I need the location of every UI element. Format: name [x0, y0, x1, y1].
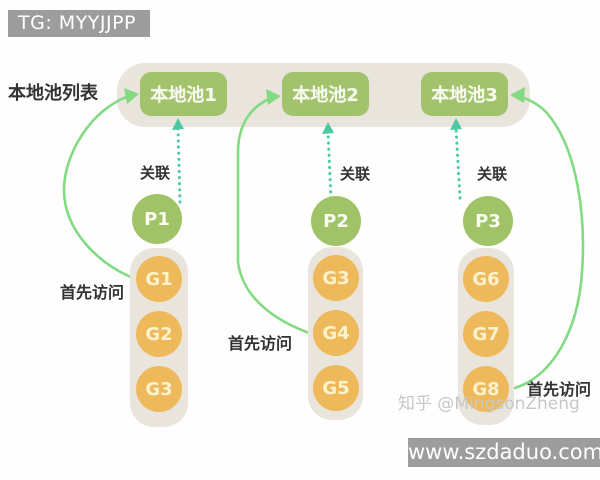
- local-pool-2: 本地池2: [282, 72, 369, 116]
- g-column-2: G3 G4 G5: [308, 247, 363, 420]
- g-column-3: G6 G7 G8: [458, 248, 514, 425]
- local-pools-container: 本地池1 本地池2 本地池3: [117, 63, 530, 127]
- p-node-1: P1: [132, 194, 182, 244]
- first-access-arrow-2: [236, 96, 314, 336]
- assoc-dotted-line-3: [454, 126, 462, 200]
- p-node-2: P2: [311, 196, 361, 246]
- g-node-g2: G2: [136, 311, 182, 357]
- zhihu-watermark: 知乎 @MingsonZheng: [398, 394, 580, 414]
- first-access-arrow-1: [62, 94, 135, 280]
- assoc-label-1: 关联: [140, 164, 171, 182]
- g-node-g5: G5: [313, 365, 359, 411]
- g-node-g3b: G3: [313, 255, 359, 301]
- g-column-1: G1 G2 G3: [130, 248, 188, 427]
- first-access-label-3: 首先访问: [527, 380, 592, 399]
- first-access-label-1: 首先访问: [60, 283, 125, 302]
- local-pool-3: 本地池3: [421, 72, 508, 116]
- pool-list-label: 本地池列表: [8, 83, 98, 104]
- g-node-g7: G7: [463, 311, 509, 357]
- g-node-g3: G3: [136, 366, 182, 412]
- local-pool-1: 本地池1: [140, 72, 227, 116]
- assoc-label-3: 关联: [477, 165, 508, 183]
- first-access-label-2: 首先访问: [228, 334, 293, 353]
- g-node-g6: G6: [463, 256, 509, 302]
- g-node-g8: G8: [463, 366, 509, 412]
- assoc-label-2: 关联: [340, 165, 371, 183]
- g-node-g4: G4: [313, 310, 359, 356]
- tg-watermark-banner: TG: MYYJJPP: [8, 10, 150, 37]
- p-node-3: P3: [463, 196, 513, 246]
- assoc-dotted-line-1: [176, 126, 182, 204]
- site-url-banner: www.szdaduo.com: [408, 438, 600, 467]
- g-node-g1: G1: [136, 256, 182, 302]
- first-access-arrow-3: [513, 94, 585, 390]
- assoc-dotted-line-2: [326, 130, 333, 200]
